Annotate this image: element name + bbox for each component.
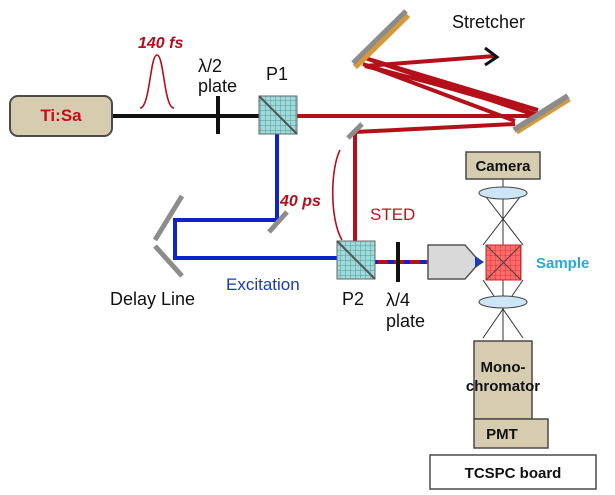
pulse-short-label: 140 fs — [138, 35, 183, 52]
p1-label: P1 — [266, 64, 288, 84]
tcspc-label: TCSPC board — [465, 465, 562, 482]
mono-label-2: chromator — [466, 378, 540, 395]
sample-label: Sample — [536, 255, 589, 272]
mono-label-1: Mono- — [481, 359, 526, 376]
stretcher-label: Stretcher — [452, 12, 525, 32]
camera-label: Camera — [475, 158, 531, 175]
objective-tip — [475, 256, 484, 268]
short-pulse-icon — [139, 54, 175, 109]
pmt-label: PMT — [486, 426, 518, 443]
tcspc-box — [429, 454, 597, 490]
stretcher-mirror-left — [351, 9, 411, 70]
quarterwave-label-2: plate — [386, 311, 425, 331]
stretcher-mirror-right — [512, 93, 571, 135]
delay-line-label: Delay Line — [110, 289, 195, 309]
quarterwave-label-1: λ/4 — [386, 290, 410, 310]
sted-fold-mirror — [346, 122, 364, 140]
tisa-label: Ti:Sa — [40, 106, 82, 125]
excitation-label: Excitation — [226, 275, 300, 294]
stretcher-beam-path — [364, 54, 539, 118]
stretcher-arrow — [484, 46, 500, 67]
excitation-fold-mirror — [267, 210, 289, 234]
delay-line-mirror — [152, 194, 185, 278]
tisa-laser-box — [9, 95, 113, 137]
objective-lens — [427, 244, 482, 280]
halfwave-label-1: λ/2 — [198, 56, 222, 76]
red-beam-return — [354, 122, 516, 134]
upper-lens — [478, 186, 528, 200]
lower-lens — [478, 295, 528, 309]
excitation-beam-path — [173, 124, 355, 260]
long-pulse-icon — [331, 149, 343, 241]
pmt-box — [473, 418, 549, 449]
camera-box — [465, 151, 541, 180]
halfwave-label-2: plate — [198, 76, 237, 96]
p2-label: P2 — [342, 289, 364, 309]
monochromator-box — [473, 340, 533, 420]
sted-label: STED — [370, 205, 415, 224]
pulse-long-label: 40 ps — [279, 193, 321, 210]
